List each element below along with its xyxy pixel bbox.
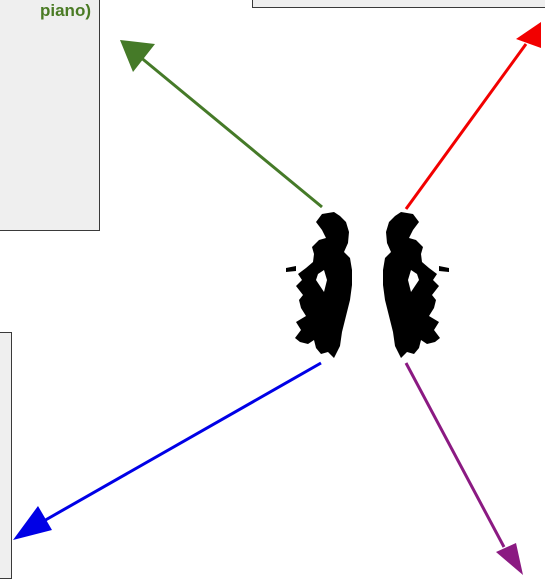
arrow-top-right-head (516, 22, 541, 48)
rorschach-left-mark (286, 266, 296, 272)
rorschach-faces-icon (286, 212, 449, 358)
top-left-text-box: piano) (0, 0, 100, 231)
top-left-box-label: piano) (40, 1, 91, 20)
arrow-bottom-left (13, 361, 322, 540)
arrow-top-left (120, 40, 323, 209)
arrow-top-right-shaft (404, 43, 528, 210)
top-right-text-box (252, 0, 545, 8)
arrow-bottom-left-head (13, 506, 52, 540)
arrow-bottom-right-shaft (404, 362, 506, 548)
arrow-top-left-head (120, 40, 155, 72)
rorschach-right-mark (439, 266, 449, 272)
arrow-top-right (404, 22, 541, 210)
rorschach-left-blot (295, 212, 352, 358)
arrow-bottom-left-shaft (41, 361, 322, 524)
rorschach-right-blot (383, 212, 440, 358)
arrow-top-left-shaft (138, 54, 323, 209)
arrow-bottom-right (404, 362, 523, 575)
arrow-bottom-right-head (496, 543, 523, 575)
